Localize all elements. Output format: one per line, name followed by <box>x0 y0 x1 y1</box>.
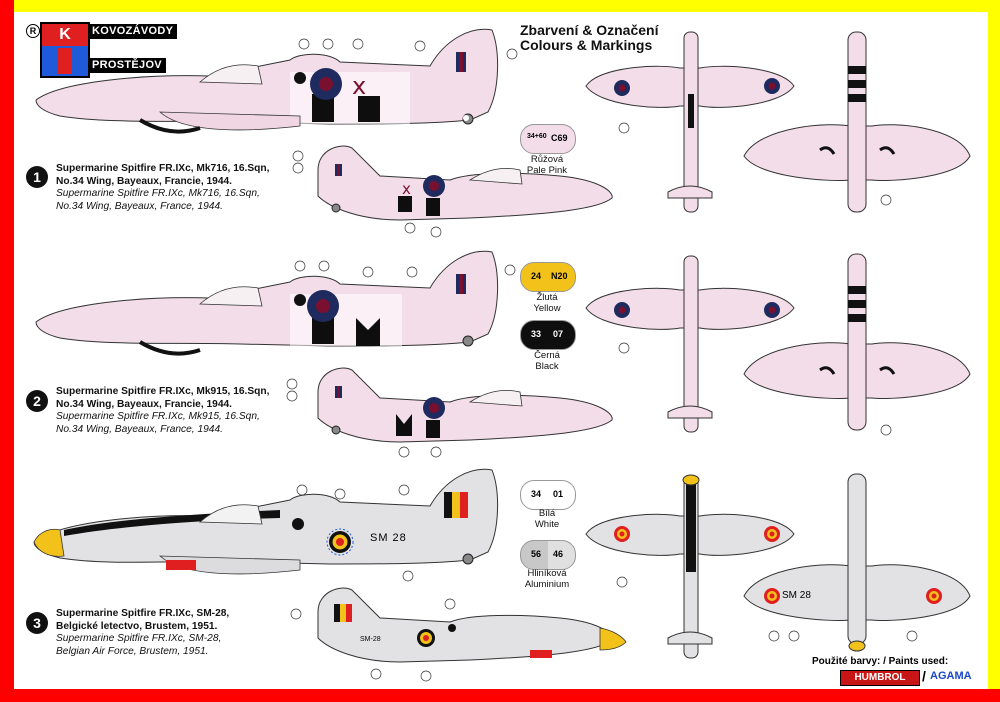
svg-text:x: x <box>352 72 366 100</box>
swatch-code-agama: 01 <box>553 489 564 499</box>
bottom-red-band <box>0 689 1000 702</box>
title-cz: Zbarvení & Označení <box>520 22 659 38</box>
swatch-code-humbrol: 34 <box>531 489 542 499</box>
right-yellow-band <box>988 0 1000 702</box>
swatch-name-en: Yellow <box>533 303 561 314</box>
swatch-label-aluminium: Hliníková Aluminium <box>512 568 582 590</box>
paints-separator: / <box>922 668 926 684</box>
swatch-pale-pink: 34+60 C69 <box>520 124 576 154</box>
swatch-name-cz: Růžová <box>530 154 564 165</box>
swatch-code-humbrol: 56 <box>531 549 542 559</box>
swatch-code-agama: 07 <box>553 329 564 339</box>
brand-prostejov: PROSTĚJOV <box>88 58 166 73</box>
scheme-number-2: 2 <box>26 390 48 412</box>
plan-views <box>585 31 971 659</box>
registered-mark: R <box>26 24 40 38</box>
swatch-black: 33 07 <box>520 320 576 350</box>
caption-line: Supermarine Spitfire FR.IXc, Mk716, 16.S… <box>56 188 260 199</box>
caption-line: No.34 Wing, Bayeaux, France, 1944. <box>56 200 223 212</box>
swatch-label-black: Černá Black <box>512 350 582 372</box>
swatch-code-humbrol: 24 <box>531 271 542 281</box>
paints-used-label: Použité barvy: / Paints used: <box>812 656 949 667</box>
code-sm28-small: SM-28 <box>360 636 381 643</box>
scheme2-side-small <box>317 367 613 443</box>
swatch-code-agama: N20 <box>551 271 568 281</box>
code-sm28-large: SM 28 <box>370 532 407 544</box>
swatch-name-en: Black <box>535 361 559 372</box>
top-yellow-band <box>0 0 1000 12</box>
swatch-name-cz: Žlutá <box>536 292 558 303</box>
title-en: Colours & Markings <box>520 37 653 53</box>
scheme-caption-2: Supermarine Spitfire FR.IXc, Mk915, 16.S… <box>56 386 269 436</box>
logo-k-letter: K <box>42 24 88 46</box>
caption-line: Supermarine Spitfire FR.IXc, SM-28, <box>56 633 222 644</box>
scheme-number-1: 1 <box>26 166 48 188</box>
scheme3-side-large <box>33 468 499 575</box>
swatch-name-cz: Bílá <box>538 508 556 519</box>
swatch-code-humbrol: 33 <box>531 329 542 339</box>
swatch-name-en: Aluminium <box>524 579 570 590</box>
swatch-name-en: Pale Pink <box>526 165 568 176</box>
logo-k-mark: K <box>40 22 90 78</box>
scheme-caption-3: Supermarine Spitfire FR.IXc, SM-28, Belg… <box>56 608 229 658</box>
scheme-number-3: 3 <box>26 612 48 634</box>
caption-line: No.34 Wing, Bayeaux, France, 1944. <box>56 423 223 435</box>
caption-line: Supermarine Spitfire FR.IXc, SM-28, <box>56 608 230 619</box>
caption-line: No.34 Wing, Bayeaux, Francie, 1944. <box>56 398 232 410</box>
swatch-name-en: White <box>534 519 560 530</box>
callouts <box>286 38 918 682</box>
caption-line: Belgické letectvo, Brustem, 1951. <box>56 620 218 632</box>
swatch-code-humbrol: 34+60 <box>527 133 547 140</box>
svg-text:x: x <box>402 180 411 198</box>
swatch-aluminium: 56 46 <box>520 540 576 570</box>
swatch-label-pale-pink: Růžová Pale Pink <box>512 154 582 176</box>
swatch-yellow: 24 N20 <box>520 262 576 292</box>
scheme1-side-small: x <box>317 145 613 221</box>
brand-kovozavody: KOVOZÁVODY <box>88 24 178 39</box>
swatch-label-white: Bílá White <box>512 508 582 530</box>
swatch-code-agama: 46 <box>553 549 564 559</box>
agama-logo: AGAMA <box>930 670 972 682</box>
caption-line: Supermarine Spitfire FR.IXc, Mk915, 16.S… <box>56 386 270 397</box>
swatch-white: 34 01 <box>520 480 576 510</box>
caption-line: No.34 Wing, Bayeaux, Francie, 1944. <box>56 175 232 187</box>
caption-line: Belgian Air Force, Brustem, 1951. <box>56 645 209 657</box>
scheme3-side-small <box>317 587 627 663</box>
caption-line: Supermarine Spitfire FR.IXc, Mk716, 16.S… <box>56 163 270 174</box>
scheme1-side-large: x <box>35 28 499 134</box>
humbrol-logo: HUMBROL <box>840 670 920 686</box>
swatch-name-cz: Černá <box>534 350 560 361</box>
scheme-caption-1: Supermarine Spitfire FR.IXc, Mk716, 16.S… <box>56 163 269 213</box>
code-sm28-underwing: SM 28 <box>782 590 811 601</box>
swatch-code-agama: C69 <box>551 133 568 143</box>
scheme2-side-large <box>35 250 499 356</box>
left-red-band <box>0 0 14 702</box>
swatch-label-yellow: Žlutá Yellow <box>512 292 582 314</box>
caption-line: Supermarine Spitfire FR.IXc, Mk915, 16.S… <box>56 411 260 422</box>
swatch-name-cz: Hliníková <box>527 568 567 579</box>
